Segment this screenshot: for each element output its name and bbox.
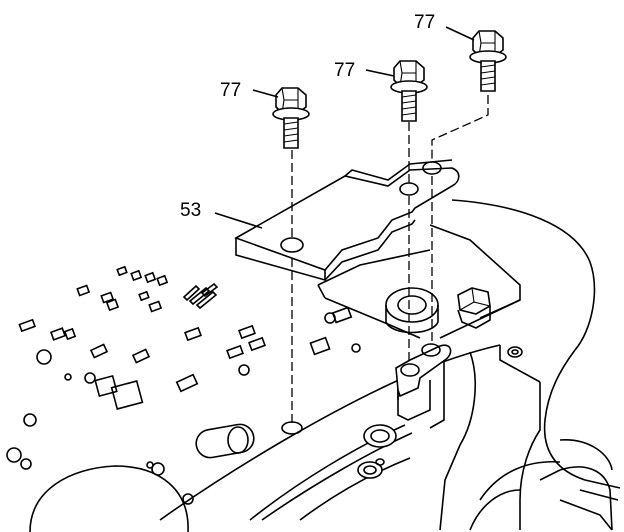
- body-holes: [357, 346, 523, 479]
- bolt-middle: [390, 60, 428, 122]
- callout-bolt-right: 77: [414, 12, 435, 33]
- body-hex-bolt: [457, 287, 491, 329]
- alignment-lines: [291, 95, 489, 424]
- callout-leaders: [214, 26, 475, 229]
- valve-body: [159, 199, 621, 531]
- valve-body-passages: [6, 265, 361, 532]
- bolt-hole-base: [281, 421, 303, 435]
- callout-bolt-left: 77: [220, 80, 241, 101]
- callout-bracket: 53: [180, 200, 201, 221]
- bolt-right: [469, 30, 507, 92]
- bracket-53: [234, 159, 460, 282]
- callout-bolt-middle: 77: [334, 60, 355, 81]
- lower-bracket-strip: [395, 343, 452, 400]
- dowel-boss: [385, 287, 439, 334]
- bolt-left: [272, 87, 310, 149]
- oval-slot: [195, 423, 255, 459]
